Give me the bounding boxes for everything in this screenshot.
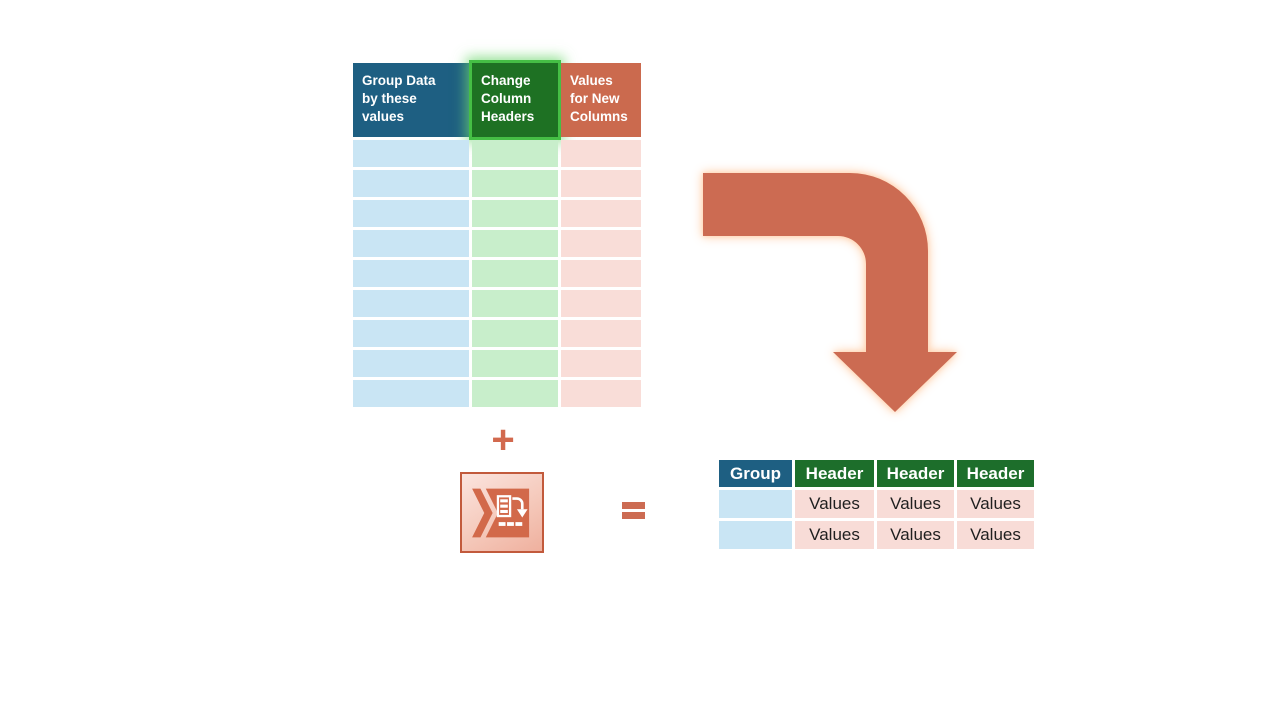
- result-value-cell: Values: [877, 490, 954, 518]
- source-body-cell: [353, 170, 469, 197]
- elbow-arrow: [703, 173, 957, 412]
- pivot-column-icon: [471, 488, 529, 537]
- source-body-cell: [353, 350, 469, 377]
- source-header-change-column-headers-highlighted: Change Column Headers: [472, 63, 558, 137]
- source-body-cell: [472, 260, 558, 287]
- result-header-group: Group: [719, 460, 792, 487]
- result-value-cell: Values: [957, 490, 1034, 518]
- equals-bar-top: [622, 502, 645, 509]
- source-body-cell: [472, 170, 558, 197]
- source-body-cell: [472, 200, 558, 227]
- pivot-icon-box: [460, 472, 544, 553]
- source-header-values-for-new-columns: Values for New Columns: [561, 63, 641, 137]
- source-body-cell: [561, 350, 641, 377]
- result-value-cell: Values: [957, 521, 1034, 549]
- source-body-cell: [353, 290, 469, 317]
- source-body-cell: [561, 320, 641, 347]
- source-table: Group Data by these values Change Column…: [353, 63, 641, 407]
- result-value-cell: Values: [795, 521, 874, 549]
- source-body-cell: [353, 230, 469, 257]
- source-body-cell: [472, 380, 558, 407]
- source-body-cell: [561, 260, 641, 287]
- result-value-cell: Values: [795, 490, 874, 518]
- result-value-cell: Values: [877, 521, 954, 549]
- source-body-cell: [561, 380, 641, 407]
- source-body-cell: [561, 290, 641, 317]
- source-body-cell: [353, 320, 469, 347]
- result-table: Group Header Header Header Values Values…: [719, 460, 1034, 549]
- equals-operator: [622, 502, 645, 519]
- source-body-cell: [561, 170, 641, 197]
- source-body-cell: [353, 380, 469, 407]
- result-header-3: Header: [957, 460, 1034, 487]
- source-body-cell: [472, 290, 558, 317]
- source-body-cell: [353, 260, 469, 287]
- equals-bar-bottom: [622, 512, 645, 519]
- source-body-cell: [561, 230, 641, 257]
- plus-operator: +: [491, 418, 515, 462]
- source-body-cell: [472, 230, 558, 257]
- result-group-cell: [719, 490, 792, 518]
- source-body-cell: [353, 140, 469, 167]
- result-header-1: Header: [795, 460, 874, 487]
- source-header-group-data: Group Data by these values: [353, 63, 469, 137]
- result-group-cell: [719, 521, 792, 549]
- result-header-2: Header: [877, 460, 954, 487]
- source-body-cell: [472, 140, 558, 167]
- source-body-cell: [472, 320, 558, 347]
- source-body-cell: [561, 140, 641, 167]
- source-body-cell: [472, 350, 558, 377]
- source-body-cell: [561, 200, 641, 227]
- source-body-cell: [353, 200, 469, 227]
